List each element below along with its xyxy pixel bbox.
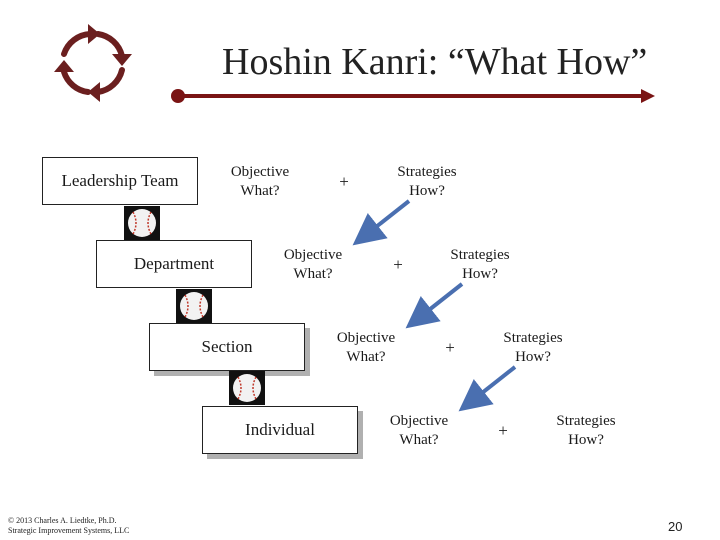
baseball-icon xyxy=(229,371,265,405)
cycle-arrows-icon xyxy=(54,24,132,102)
level-label: Individual xyxy=(245,420,315,439)
cascade-arrow xyxy=(352,199,411,246)
level-box-leadership-team: Leadership Team xyxy=(42,157,198,205)
cascade-arrow xyxy=(405,282,464,329)
cascade-arrow xyxy=(458,365,517,412)
level-label: Section xyxy=(201,337,253,356)
level-box-individual: Individual xyxy=(202,406,358,454)
level-box-department: Department xyxy=(96,240,252,288)
plus-sign: + xyxy=(445,338,455,357)
plus-sign: + xyxy=(498,421,508,440)
level-box-section: Section xyxy=(149,323,305,371)
plus-sign: + xyxy=(339,172,349,191)
divider-dot xyxy=(171,89,185,103)
level-label: Department xyxy=(133,254,215,273)
plus-sign: + xyxy=(393,255,403,274)
page-number: 20 xyxy=(668,519,683,534)
copyright-footer: © 2013 Charles A. Liedtke, Ph.D. Strateg… xyxy=(8,516,130,535)
baseball-icon xyxy=(176,289,212,323)
divider-arrowhead xyxy=(641,89,655,103)
level-label: Leadership Team xyxy=(61,171,179,190)
title-divider xyxy=(178,94,644,98)
baseball-icon xyxy=(124,206,160,240)
page-title: Hoshin Kanri: “What How” xyxy=(222,41,648,83)
